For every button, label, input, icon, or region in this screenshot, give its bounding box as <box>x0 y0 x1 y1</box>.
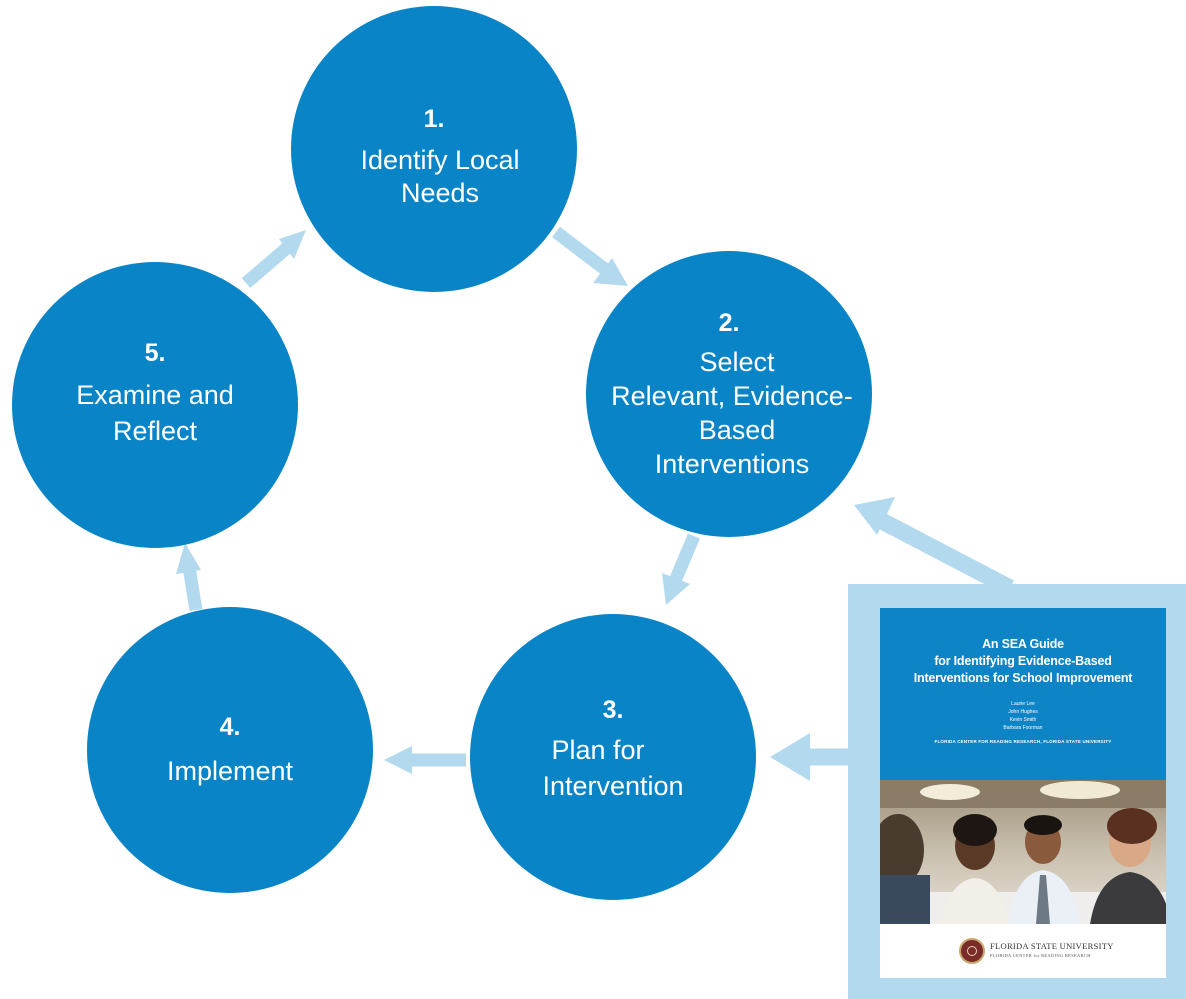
step-1-circle <box>291 6 577 292</box>
report-cover-photo <box>880 780 1166 924</box>
step-3: 3. Plan for Intervention <box>470 614 756 900</box>
university-name: FLORIDA STATE UNIVERSITY <box>990 941 1114 951</box>
step-2: 2. Select Relevant, Evidence- Based Inte… <box>586 251 872 537</box>
arrow-step4-to-step5-head <box>176 543 201 574</box>
arrow-step1-to-step2-head <box>593 258 628 286</box>
step-2-label-line-2: Relevant, Evidence- <box>611 381 853 411</box>
step-1-label-line-1: Identify Local <box>360 145 519 175</box>
report-title-line-2: for Identifying Evidence-Based <box>934 654 1112 668</box>
arrow-step2-to-step3-head <box>662 573 690 605</box>
arrow-step4-to-step5 <box>182 565 203 612</box>
step-3-label-line-1: Plan for <box>551 735 644 765</box>
cycle-arrows <box>176 226 1014 781</box>
arrow-report-to-step3-head <box>770 733 810 781</box>
step-5: 5. Examine and Reflect <box>12 262 298 548</box>
step-3-circle <box>470 614 756 900</box>
report-cover-frame: An SEA Guide for Identifying Evidence-Ba… <box>848 584 1186 999</box>
arrow-step5-to-step1 <box>241 242 293 288</box>
report-author: Laurie Lee <box>1011 701 1035 707</box>
step-2-label-line-4: Interventions <box>655 449 810 479</box>
step-2-number: 2. <box>719 309 740 337</box>
step-2-circle <box>586 251 872 537</box>
arrow-report-to-step2-head <box>854 497 895 535</box>
university-seal-icon <box>959 938 985 964</box>
step-4-number: 4. <box>220 713 241 741</box>
report-authors: Laurie Lee John Hughes Kevin Smith Barba… <box>880 700 1166 732</box>
step-5-label-line-1: Examine and <box>76 380 234 410</box>
step-4-circle <box>87 607 373 893</box>
report-author: Kevin Smith <box>1009 717 1037 723</box>
arrow-step1-to-step2 <box>552 226 610 276</box>
step-3-number: 3. <box>603 696 624 724</box>
step-3-label-line-2: Intervention <box>542 771 683 801</box>
report-cover-header: An SEA Guide for Identifying Evidence-Ba… <box>880 608 1166 780</box>
step-5-label-line-2: Reflect <box>113 416 198 446</box>
step-2-label-line-3: Based <box>699 415 776 445</box>
report-author: Barbara Foorman <box>1003 725 1043 731</box>
step-1-number: 1. <box>424 105 445 133</box>
arrow-report-to-step2 <box>876 512 1014 596</box>
report-organization: FLORIDA CENTER FOR READING RESEARCH, FLO… <box>934 739 1112 744</box>
step-5-number: 5. <box>145 339 166 367</box>
step-2-label-line-1: Select <box>699 347 775 377</box>
arrow-step3-to-step4-head <box>384 746 412 774</box>
report-author: John Hughes <box>1008 709 1038 715</box>
report-title-line-1: An SEA Guide <box>982 637 1064 651</box>
report-cover: An SEA Guide for Identifying Evidence-Ba… <box>880 608 1166 978</box>
arrow-step2-to-step3 <box>669 533 700 584</box>
report-title-line-3: Interventions for School Improvement <box>913 671 1133 685</box>
step-1: 1. Identify Local Needs <box>291 6 577 292</box>
step-4-label-line-1: Implement <box>167 756 294 786</box>
report-title: An SEA Guide for Identifying Evidence-Ba… <box>880 636 1166 687</box>
step-4: 4. Implement <box>87 607 373 893</box>
step-5-circle <box>12 262 298 548</box>
step-1-label-line-2: Needs <box>401 178 479 208</box>
report-cover-footer: FLORIDA STATE UNIVERSITY FLORIDA CENTER … <box>880 924 1166 978</box>
center-name: FLORIDA CENTER for READING RESEARCH <box>990 953 1091 958</box>
arrow-step5-to-step1-head <box>279 230 306 259</box>
